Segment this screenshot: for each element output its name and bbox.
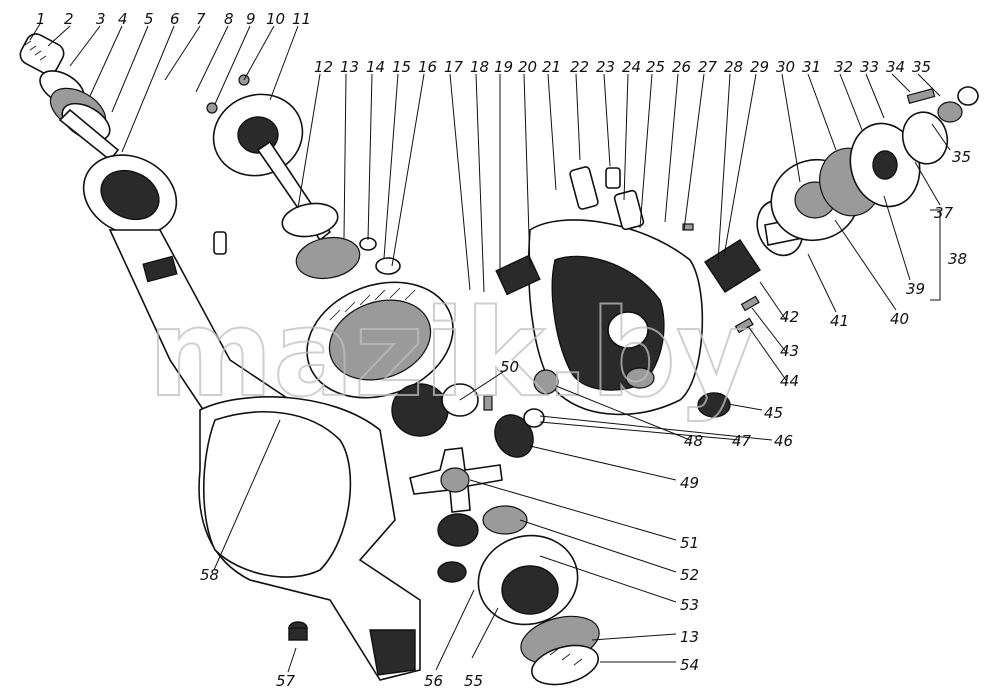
callout-37: 37 bbox=[934, 204, 954, 222]
callout-47: 47 bbox=[732, 432, 752, 450]
axle-housing bbox=[82, 154, 421, 681]
callout-13-lower: 13 bbox=[680, 628, 699, 646]
callout-4: 4 bbox=[118, 10, 128, 28]
callout-8: 8 bbox=[224, 10, 234, 28]
callout-42: 42 bbox=[780, 308, 799, 326]
callout-20: 20 bbox=[518, 58, 537, 76]
callout-49: 49 bbox=[680, 474, 699, 492]
bearing-48 bbox=[533, 369, 559, 395]
callout-9: 9 bbox=[246, 10, 256, 28]
watermark-text: mazik.by bbox=[148, 285, 755, 424]
callout-7: 7 bbox=[196, 10, 206, 28]
callout-11: 11 bbox=[292, 10, 311, 28]
callout-17: 17 bbox=[444, 58, 464, 76]
callout-19: 19 bbox=[494, 58, 513, 76]
callout-3: 3 bbox=[96, 10, 106, 28]
callout-45: 45 bbox=[764, 404, 783, 422]
callout-5: 5 bbox=[144, 10, 154, 28]
callout-54: 54 bbox=[680, 656, 699, 674]
pinion-assembly bbox=[704, 86, 979, 293]
callout-58: 58 bbox=[200, 566, 219, 584]
drain-plug-45 bbox=[697, 392, 731, 418]
callout-35-top: 35 bbox=[912, 58, 931, 76]
callout-26: 26 bbox=[672, 58, 691, 76]
breather-plug bbox=[213, 231, 227, 255]
reducer-housing bbox=[495, 166, 704, 416]
callout-28: 28 bbox=[724, 58, 743, 76]
callout-25: 25 bbox=[646, 58, 665, 76]
callout-27: 27 bbox=[698, 58, 718, 76]
callout-30: 30 bbox=[776, 58, 795, 76]
ring-gear bbox=[306, 281, 479, 437]
callout-23: 23 bbox=[596, 58, 615, 76]
callout-32: 32 bbox=[834, 58, 853, 76]
callout-39: 39 bbox=[906, 280, 925, 298]
callout-53: 53 bbox=[680, 596, 699, 614]
callout-22: 22 bbox=[570, 58, 589, 76]
callout-48: 48 bbox=[684, 432, 703, 450]
callout-34: 34 bbox=[886, 58, 905, 76]
callout-18: 18 bbox=[470, 58, 489, 76]
callout-13: 13 bbox=[340, 58, 359, 76]
callout-57: 57 bbox=[276, 672, 296, 690]
axle-shaft-end-parts bbox=[19, 33, 120, 162]
callout-29: 29 bbox=[750, 58, 769, 76]
callout-46: 46 bbox=[774, 432, 793, 450]
callout-50: 50 bbox=[500, 358, 519, 376]
callout-2: 2 bbox=[64, 10, 74, 28]
callout-14: 14 bbox=[366, 58, 385, 76]
callout-12: 12 bbox=[314, 58, 333, 76]
callout-6: 6 bbox=[170, 10, 180, 28]
callout-21: 21 bbox=[542, 58, 561, 76]
parts-illustration bbox=[19, 33, 979, 686]
callout-15: 15 bbox=[392, 58, 411, 76]
bearing-rings bbox=[281, 202, 401, 280]
callout-10: 10 bbox=[266, 10, 285, 28]
callout-44: 44 bbox=[780, 372, 799, 390]
callout-43: 43 bbox=[780, 342, 799, 360]
callout-56: 56 bbox=[424, 672, 443, 690]
callout-40: 40 bbox=[890, 310, 909, 328]
differential-spider bbox=[409, 414, 534, 583]
callout-33: 33 bbox=[860, 58, 879, 76]
callout-52: 52 bbox=[680, 566, 699, 584]
callout-24: 24 bbox=[622, 58, 641, 76]
differential-case bbox=[477, 534, 600, 686]
callout-38: 38 bbox=[948, 250, 967, 268]
callout-35-side: 35 bbox=[952, 148, 971, 166]
small-parts bbox=[213, 223, 760, 641]
callout-31: 31 bbox=[802, 58, 821, 76]
callout-41: 41 bbox=[830, 312, 849, 330]
callout-labels: 1 2 3 4 5 6 7 8 9 10 11 12 13 14 15 16 1… bbox=[36, 10, 971, 690]
callout-16: 16 bbox=[418, 58, 437, 76]
callout-1: 1 bbox=[36, 10, 46, 28]
callout-51: 51 bbox=[680, 534, 699, 552]
callout-55: 55 bbox=[464, 672, 483, 690]
leader-lines bbox=[29, 23, 951, 673]
washer-47 bbox=[523, 408, 545, 428]
